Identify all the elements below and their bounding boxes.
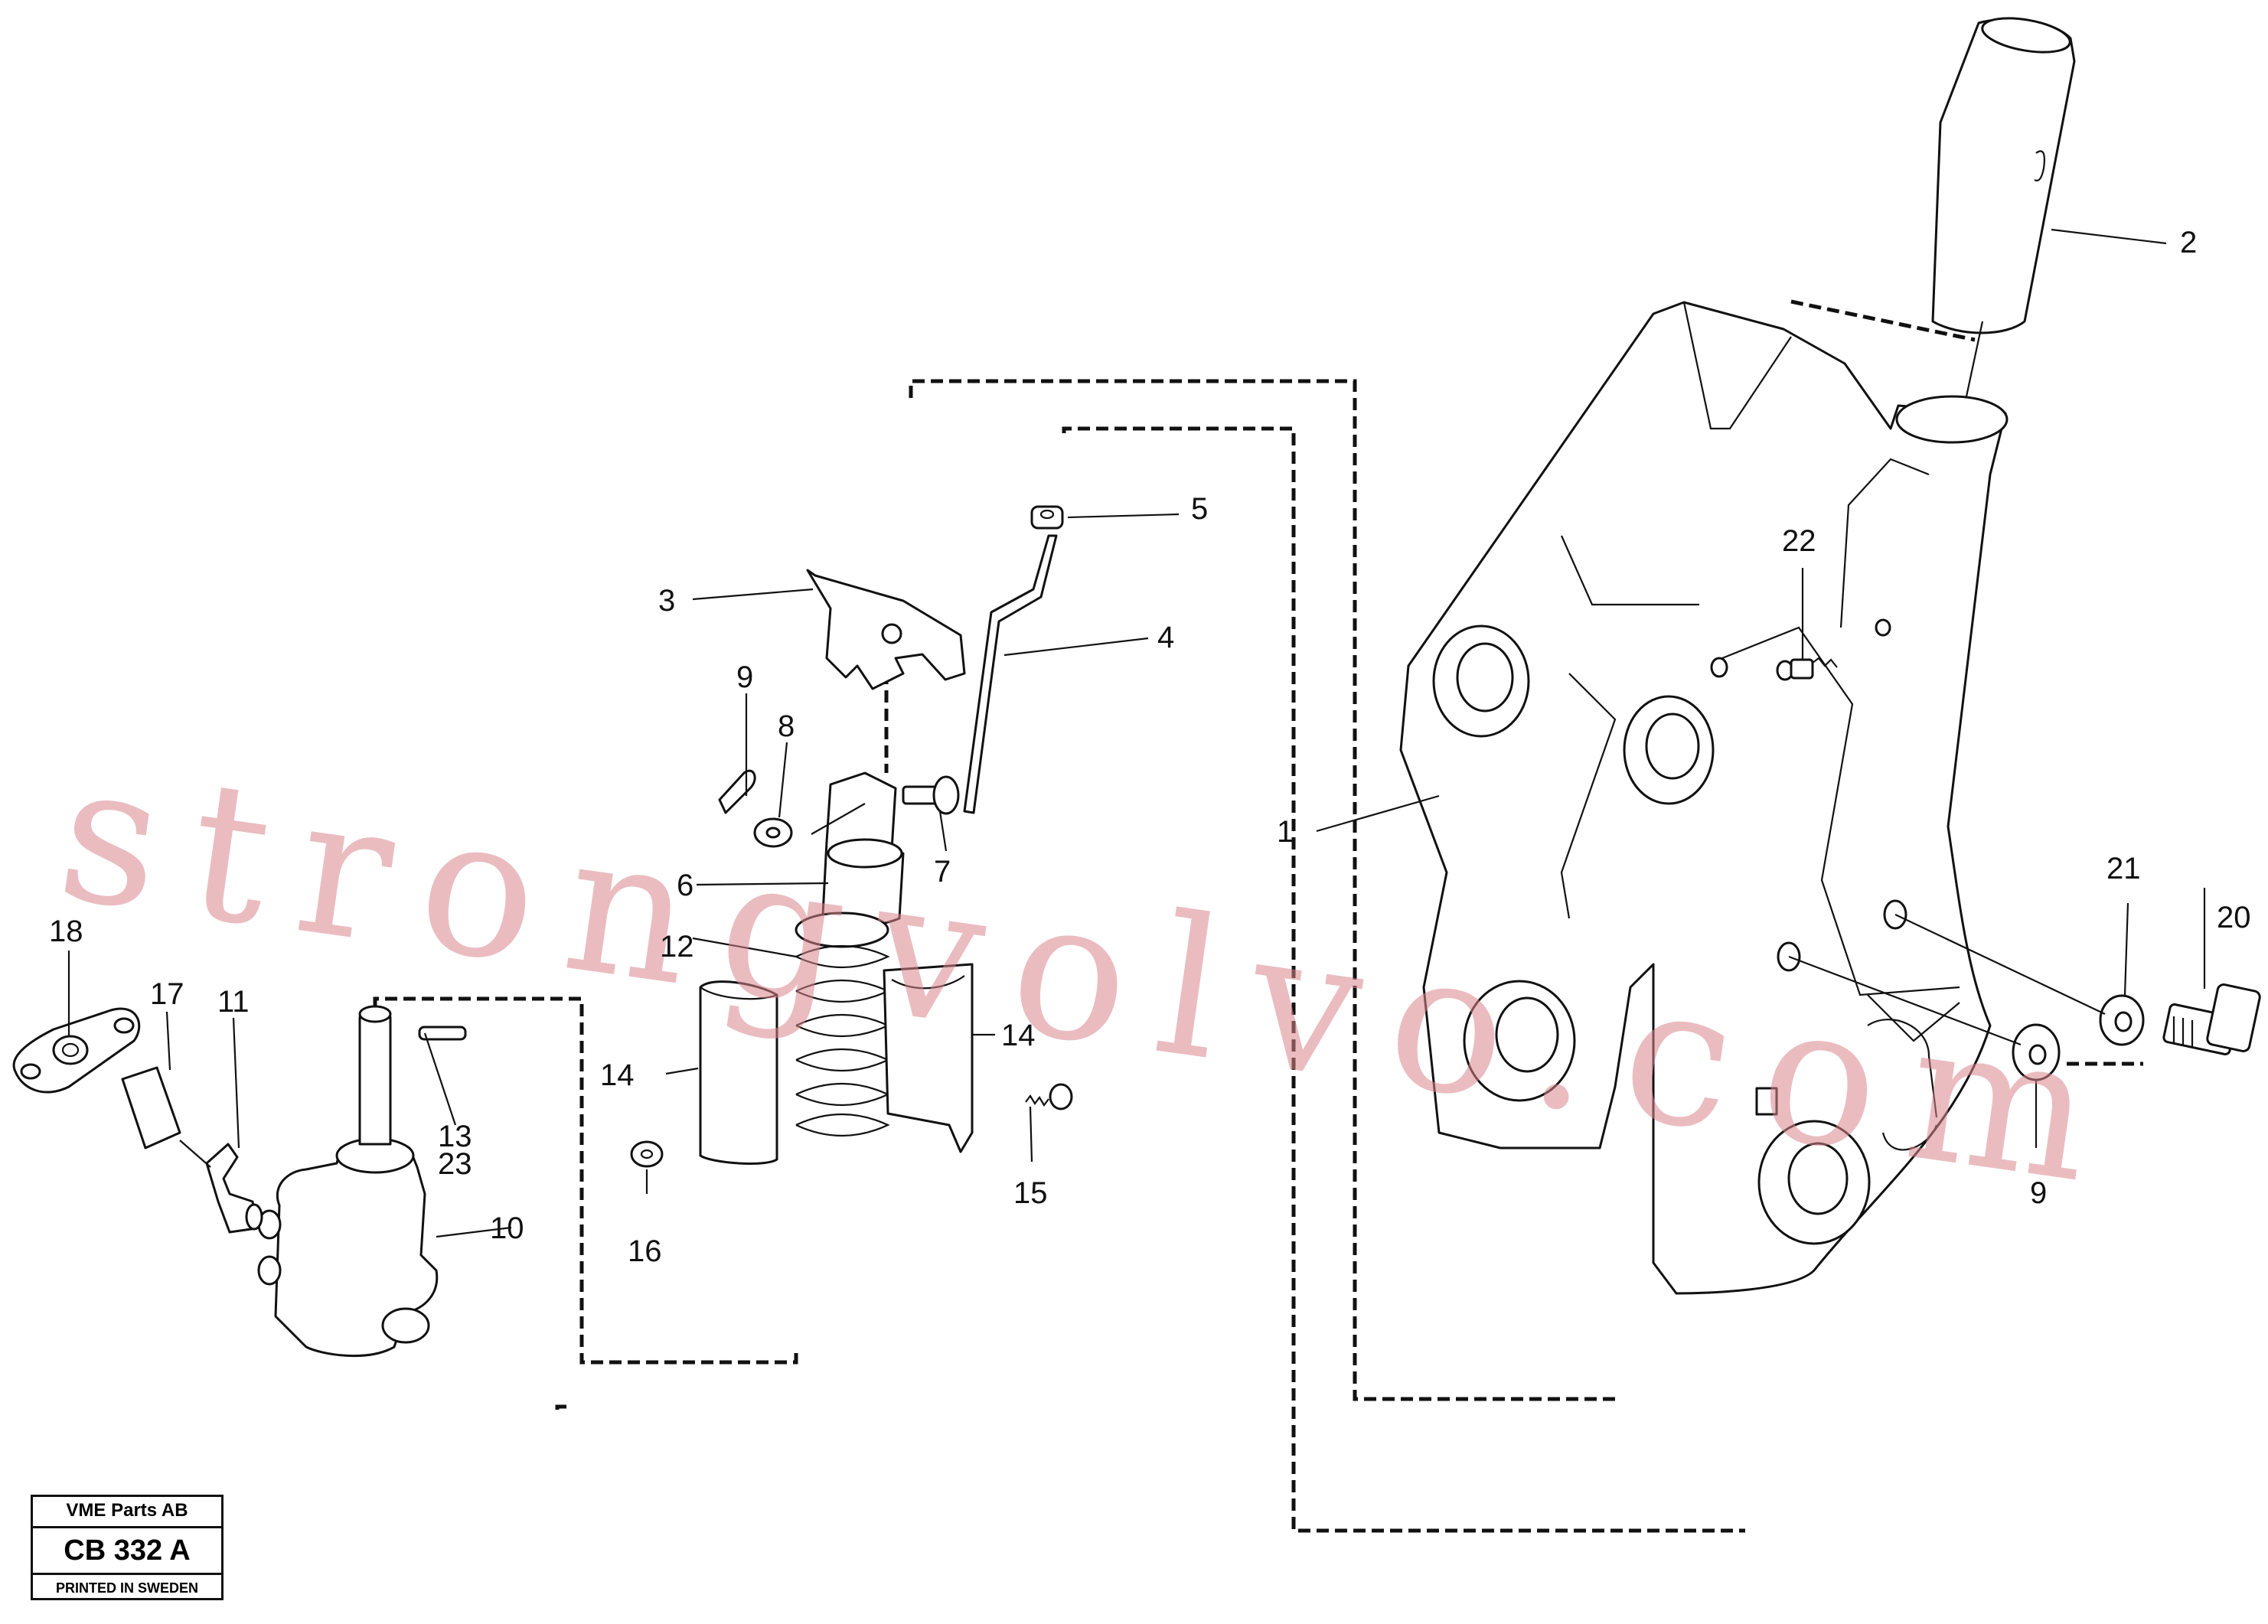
- callout-14-left: 14: [600, 1058, 635, 1092]
- callout-14-right: 14: [1001, 1019, 1036, 1052]
- callout-9-right: 9: [2030, 1176, 2047, 1210]
- callout-6: 6: [677, 869, 693, 902]
- callout-8: 8: [778, 709, 795, 743]
- leader-lines: [67, 228, 2206, 1238]
- stamp-drawing-number: CB 332 A: [33, 1528, 221, 1575]
- part-9-split-pin: [718, 769, 756, 814]
- part-14-shell-left: [699, 980, 778, 1165]
- callout-1: 1: [1277, 815, 1294, 849]
- part-1-main-bracket: [1399, 301, 2009, 1295]
- part-20-bolt: [2162, 983, 2261, 1055]
- callout-5: 5: [1191, 492, 1208, 526]
- bolt-axis-lines: [1788, 914, 2106, 1046]
- part-11-elbow-fitting: [205, 1143, 263, 1234]
- callout-9-left: 9: [736, 660, 753, 694]
- part-3-latch: [806, 569, 966, 690]
- part-4-rod: [963, 534, 1058, 814]
- part-9-washer-right: [2012, 1023, 2061, 1081]
- stamp-printed-in: PRINTED IN SWEDEN: [55, 1580, 198, 1596]
- part-15-screw: [1025, 1083, 1073, 1110]
- title-stamp: VME Parts AB CB 332 A PRINTED IN SWEDEN: [31, 1495, 224, 1600]
- part-16-nut: [630, 1140, 664, 1168]
- part-17-pin: [121, 1066, 211, 1168]
- callout-15: 15: [1013, 1176, 1048, 1210]
- part-2-handle-sleeve: [1931, 17, 2076, 429]
- callout-labels: 2 5 4 3 9 8 7 6 12 14 14 15 16 1 22 21 9…: [49, 226, 2251, 1268]
- callout-20: 20: [2217, 901, 2251, 934]
- callout-11: 11: [217, 985, 250, 1019]
- callout-21: 21: [2106, 852, 2141, 885]
- part-5-nut: [1030, 505, 1064, 530]
- part-21-washer: [2099, 994, 2145, 1046]
- part-8-washer: [753, 817, 793, 848]
- callout-18: 18: [49, 915, 83, 948]
- callout-23: 23: [438, 1147, 472, 1181]
- part-10-valve-body: [257, 1005, 439, 1358]
- callout-16: 16: [628, 1234, 662, 1268]
- callout-22: 22: [1782, 524, 1816, 558]
- callout-7: 7: [934, 855, 951, 889]
- part-14-shell-right: [883, 963, 974, 1153]
- part-18-flange: [12, 1007, 141, 1094]
- callout-2: 2: [2180, 226, 2197, 259]
- callout-17: 17: [150, 977, 184, 1011]
- callout-13: 13: [438, 1120, 472, 1153]
- callout-10: 10: [490, 1211, 524, 1245]
- callout-3: 3: [658, 584, 675, 618]
- callout-12: 12: [660, 930, 694, 964]
- part-13-roll-pin: [418, 1026, 467, 1041]
- part-7-pin: [902, 775, 960, 815]
- callout-4: 4: [1157, 621, 1174, 654]
- stamp-company: VME Parts AB: [33, 1497, 221, 1528]
